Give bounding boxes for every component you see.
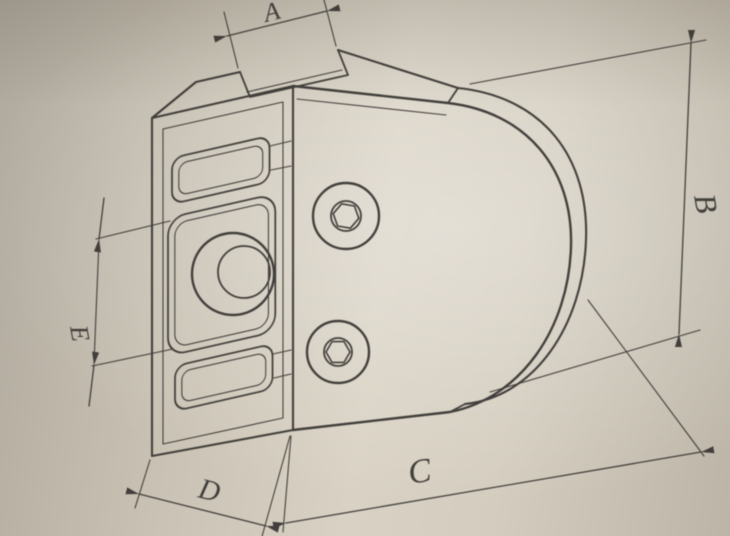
dimension-a-extension-line	[323, 0, 337, 47]
plate-top-chamfer-line	[296, 98, 447, 116]
hex-socket-icon	[325, 340, 351, 364]
hex-socket-icon	[332, 203, 360, 229]
dimension-a: A	[213, 0, 341, 69]
dimension-d-line	[125, 487, 280, 533]
slot-step-lines	[269, 140, 292, 379]
dimension-a-line	[213, 4, 341, 43]
center-recess-inner-line	[174, 204, 269, 346]
glass-slot-top-outline	[171, 137, 271, 203]
dimension-b-extension-line	[489, 329, 701, 393]
dimension-d-extension-line	[134, 459, 151, 509]
mounting-hole-bore	[217, 245, 271, 299]
glass-slot-bottom-inner-line	[181, 353, 267, 402]
screw-top-socket-ring	[330, 200, 362, 232]
dimension-e-label: E	[64, 322, 96, 344]
dimension-e-arrow-line	[88, 351, 100, 407]
dimension-d: D	[125, 435, 291, 536]
dimension-b-label: B	[687, 191, 725, 216]
screw-top	[311, 181, 381, 251]
screw-bottom-socket-ring	[323, 337, 353, 367]
front-plate-back-arc	[456, 86, 588, 406]
dimension-b-line	[674, 29, 696, 348]
screw-bottom	[305, 319, 371, 385]
top-face-back-edge	[336, 48, 460, 90]
mounting-hole	[190, 231, 276, 317]
dimension-c-line	[272, 446, 715, 529]
dimension-a-extension-line	[223, 11, 239, 69]
dimension-e-arrow-line	[93, 197, 105, 253]
glass-slot-top	[171, 137, 271, 203]
center-recess	[167, 196, 277, 354]
dimension-b: B	[469, 29, 725, 393]
dimension-e-extension-line	[91, 348, 174, 367]
dimension-a-label: A	[258, 0, 282, 28]
dimension-d-extension-line	[261, 435, 291, 536]
slot-opening-notch-inner-line	[246, 69, 343, 93]
dimension-b-extension-line	[469, 39, 707, 85]
mounting-hole-rim	[190, 231, 276, 317]
dimension-d-label: D	[194, 473, 223, 509]
dimension-c: C	[272, 299, 715, 533]
dimension-c-extension-line	[282, 435, 292, 533]
dimension-c-extension-line	[587, 299, 705, 457]
dimension-e-extension-line	[95, 220, 171, 240]
glass-slot-bottom	[174, 345, 274, 410]
glass-slot-bottom-outline	[174, 345, 274, 410]
plate-thickness-edge-top	[447, 87, 459, 104]
front-plate-outline	[291, 84, 573, 432]
glass-slot-top-inner-line	[178, 145, 264, 195]
screw-top-head-outline	[311, 181, 381, 251]
top-face-left-edge	[150, 70, 242, 120]
left-side-face-inset-line	[162, 101, 284, 445]
plate-thickness-edge-bottom	[449, 403, 466, 413]
dimension-e-connector-line	[93, 240, 100, 364]
slot-opening-notch	[239, 49, 349, 98]
dimension-e: E	[64, 197, 174, 407]
center-recess-outline	[167, 196, 277, 354]
dimension-c-label: C	[405, 452, 434, 492]
clamp-body	[150, 48, 588, 458]
screw-bottom-head-outline	[305, 319, 371, 385]
